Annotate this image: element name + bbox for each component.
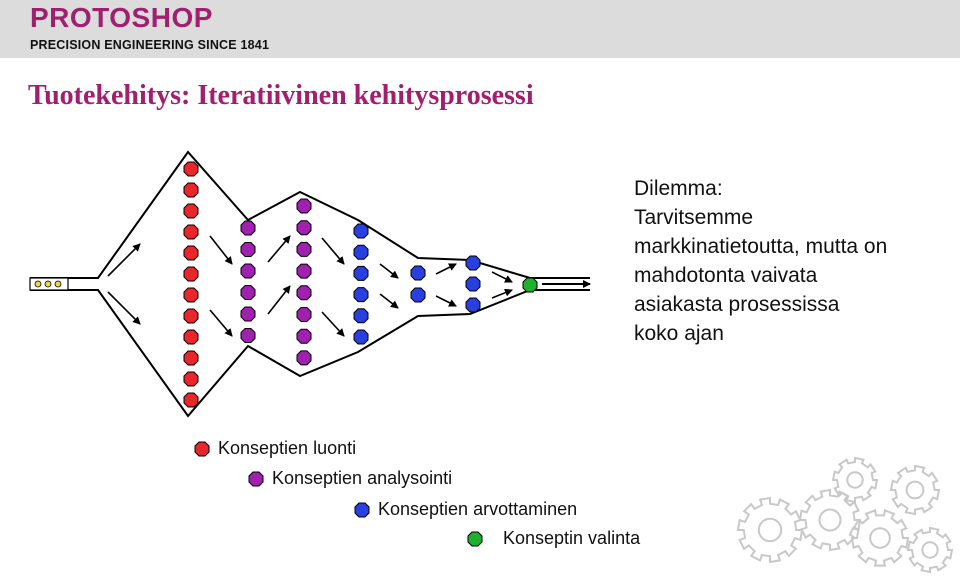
- concept-evaluation-dot: [465, 276, 481, 292]
- gear-icon: [850, 509, 910, 567]
- gear-hub: [869, 527, 891, 549]
- arrow-icon: [107, 243, 141, 277]
- concept-creation-dot: [183, 329, 199, 345]
- concept-creation-dot: [183, 308, 199, 324]
- arrow-icon: [321, 237, 345, 265]
- concept-analysis-dot: [296, 198, 312, 214]
- dilemma-line: markkinatietoutta, mutta on: [634, 235, 888, 258]
- arrow-icon: [267, 235, 291, 263]
- concept-analysis-dot: [296, 328, 312, 344]
- gears-graphic: [736, 456, 954, 574]
- dilemma-line: Dilemma:: [634, 177, 723, 200]
- legend-label: Konseptin valinta: [503, 528, 641, 548]
- concept-evaluation-dot: [353, 244, 369, 260]
- purple-octagon-icon: [248, 471, 264, 486]
- legend-label: Konseptien luonti: [218, 438, 357, 458]
- arrow-icon: [435, 263, 457, 275]
- concept-analysis-dot: [296, 307, 312, 322]
- gear-hub: [818, 508, 842, 532]
- gear-icon: [906, 526, 954, 574]
- arrow-icon: [491, 271, 513, 283]
- concept-analysis-dot: [240, 242, 256, 257]
- arrow-icon: [321, 311, 345, 337]
- concept-analysis-dot: [296, 263, 312, 279]
- concept-creation-dot: [183, 392, 199, 408]
- gear-hub: [921, 541, 939, 559]
- concept-evaluation-dot: [465, 255, 481, 271]
- tagline: PRECISION ENGINEERING SINCE 1841: [30, 38, 270, 52]
- concept-analysis-dot: [296, 241, 312, 257]
- dilemma-line: asiakasta prosessissa: [634, 293, 840, 316]
- funnel-outline: [30, 150, 590, 418]
- arrow-icon: [267, 285, 291, 315]
- arrow-icon: [209, 309, 233, 337]
- arrow-icon: [209, 235, 233, 265]
- concept-analysis-dot: [240, 285, 256, 300]
- concept-creation-dot: [183, 287, 199, 303]
- concept-evaluation-dot: [353, 223, 369, 239]
- gear-hub: [846, 471, 864, 489]
- concept-creation-dot: [183, 371, 199, 387]
- concept-creation-dot: [183, 245, 199, 261]
- concept-analysis-dot: [296, 285, 312, 301]
- dilemma-text: Dilemma: Tarvitsemme markkinatietoutta, …: [634, 174, 954, 348]
- logo: PROTOSHOP: [30, 2, 213, 33]
- concept-analysis-dot: [240, 220, 256, 236]
- concept-evaluation-dot: [353, 308, 369, 324]
- input-dot: [44, 280, 52, 288]
- header-bar: [0, 0, 960, 58]
- blue-octagon-icon: [354, 502, 370, 517]
- legend-item-evaluation: Konseptien arvottaminen: [354, 499, 577, 520]
- gear-icon: [736, 496, 804, 564]
- arrow-icon: [379, 263, 399, 279]
- concept-analysis-dot: [240, 263, 256, 279]
- legend-item-creation: Konseptien luonti: [194, 438, 356, 459]
- concept-creation-dot: [183, 266, 199, 282]
- arrow-icon: [435, 295, 457, 307]
- concept-creation-dot: [183, 350, 199, 366]
- concept-creation-dot: [183, 224, 199, 240]
- arrow-icon: [379, 293, 399, 309]
- concept-evaluation-dot: [353, 329, 369, 345]
- arrow-icon: [491, 288, 513, 299]
- input-dot: [54, 280, 62, 288]
- input-dot: [34, 280, 42, 288]
- concept-analysis-dot: [296, 220, 312, 236]
- legend-label: Konseptien analysointi: [272, 468, 453, 488]
- concept-creation-dot: [183, 203, 199, 219]
- concept-creation-dot: [183, 182, 199, 198]
- legend-item-analysis: Konseptien analysointi: [248, 468, 452, 489]
- legend-label: Konseptien arvottaminen: [378, 499, 578, 519]
- concept-analysis-dot: [296, 350, 312, 366]
- concept-analysis-dot: [240, 328, 256, 343]
- arrow-icon: [107, 291, 141, 325]
- red-octagon-icon: [194, 441, 210, 456]
- funnel-diagram: [29, 150, 591, 418]
- gear-icon: [798, 488, 862, 552]
- concept-evaluation-dot: [353, 265, 369, 281]
- concept-analysis-dot: [240, 306, 256, 322]
- dilemma-line: mahdotonta vaivata: [634, 264, 818, 287]
- gear-icon: [831, 456, 879, 504]
- concept-evaluation-dot: [410, 265, 426, 281]
- concept-evaluation-dot: [353, 287, 369, 303]
- concept-selection-dot: [522, 277, 538, 293]
- concept-evaluation-dot: [410, 287, 426, 303]
- legend-item-selection: Konseptin valinta: [467, 528, 640, 549]
- gear-hub: [905, 480, 925, 500]
- dilemma-line: Tarvitsemme: [634, 206, 754, 229]
- green-octagon-icon: [467, 531, 483, 546]
- gear-hub: [757, 517, 783, 543]
- gear-icon: [889, 464, 941, 516]
- concept-evaluation-dot: [465, 297, 481, 313]
- concept-creation-dot: [183, 161, 199, 177]
- dilemma-line: koko ajan: [634, 322, 724, 345]
- slide-title: Tuotekehitys: Iteratiivinen kehitysprose…: [28, 80, 534, 111]
